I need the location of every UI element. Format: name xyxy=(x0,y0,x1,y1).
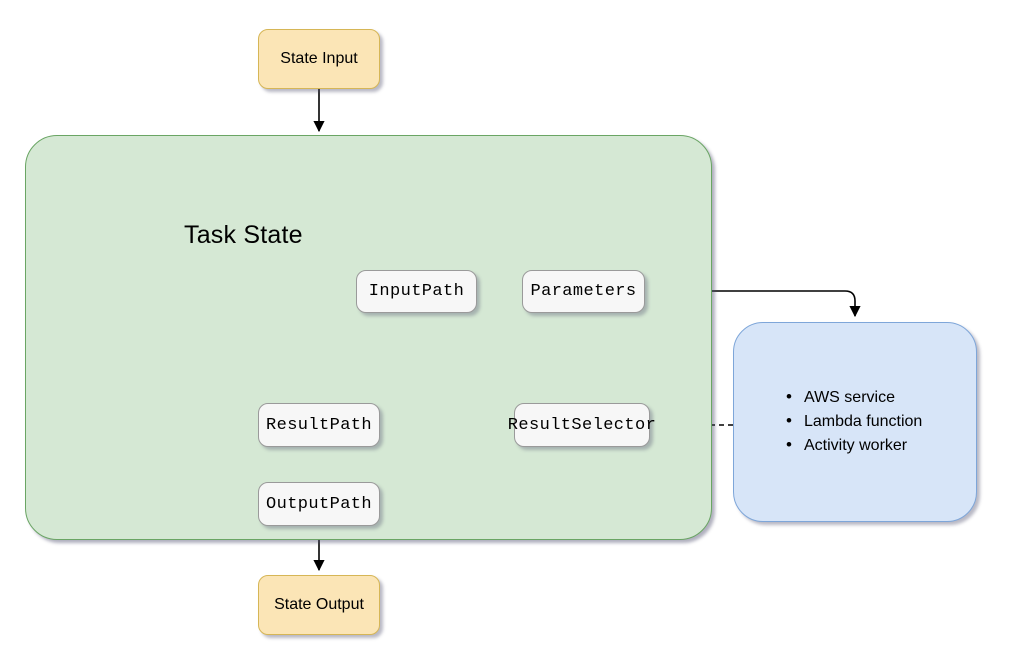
task-state-label: Task State xyxy=(184,221,303,249)
task-state-region[interactable]: Task State xyxy=(25,135,712,540)
input-path-node[interactable]: InputPath xyxy=(356,270,477,313)
parameters-node[interactable]: Parameters xyxy=(522,270,645,313)
list-item-activity-worker: Activity worker xyxy=(734,433,976,458)
result-path-node[interactable]: ResultPath xyxy=(258,403,380,447)
state-output-node[interactable]: State Output xyxy=(258,575,380,635)
list-item-lambda-function: Lambda function xyxy=(734,409,976,434)
result-selector-node[interactable]: ResultSelector xyxy=(508,403,656,447)
output-path-node[interactable]: OutputPath xyxy=(258,482,380,526)
state-input-node[interactable]: State Input xyxy=(258,29,380,89)
service-list: AWS service Lambda function Activity wor… xyxy=(734,385,976,458)
service-region[interactable]: AWS service Lambda function Activity wor… xyxy=(733,322,977,522)
list-item-aws-service: AWS service xyxy=(734,385,976,410)
